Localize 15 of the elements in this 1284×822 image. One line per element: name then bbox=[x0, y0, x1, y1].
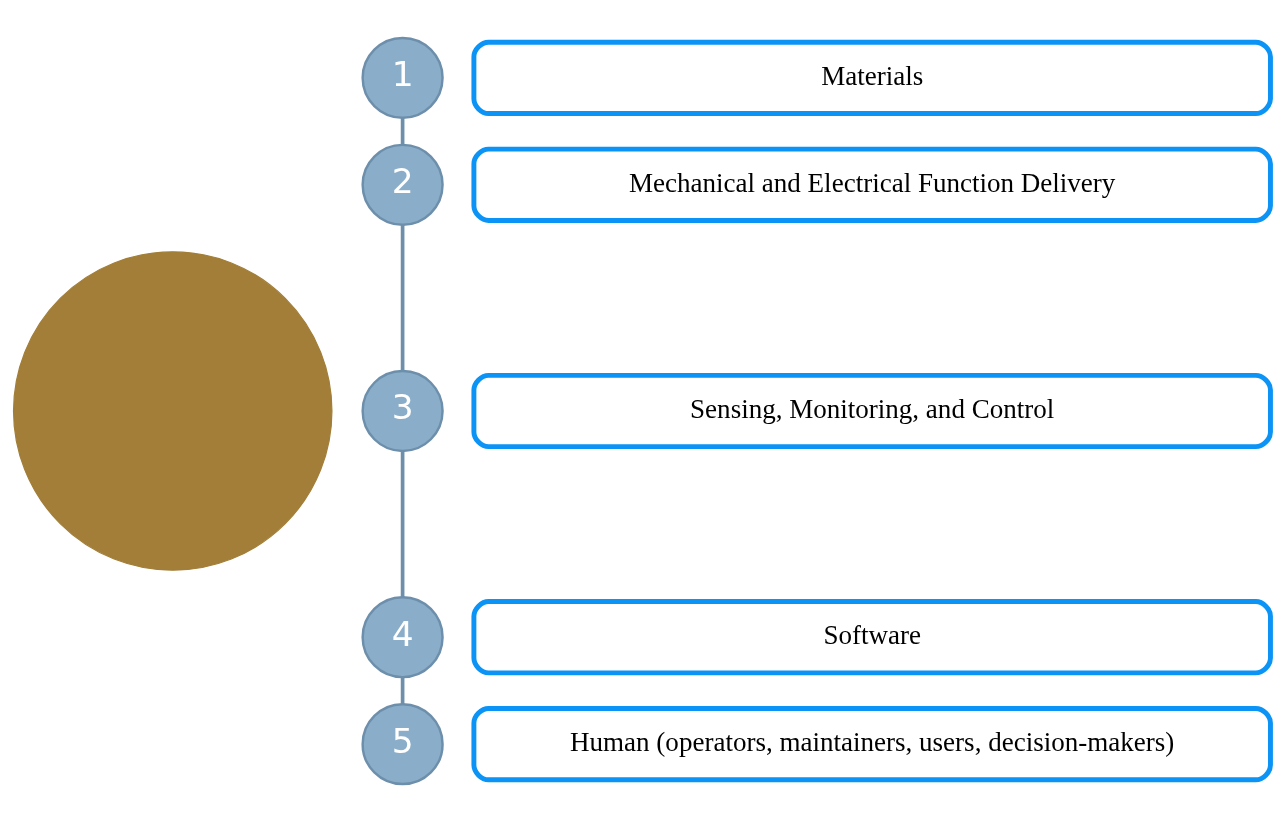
node-circle: 1 bbox=[361, 36, 444, 120]
node-box: Software bbox=[471, 599, 1273, 676]
node-circle bbox=[12, 251, 333, 571]
connector bbox=[400, 451, 405, 598]
node-box: Sensing, Monitoring, and Control bbox=[471, 372, 1273, 450]
node-box: Materials bbox=[471, 39, 1273, 116]
node-circle: 4 bbox=[361, 596, 444, 679]
node-circle: 3 bbox=[361, 369, 444, 453]
connector bbox=[400, 677, 405, 704]
connector bbox=[400, 225, 405, 371]
node-box: Mechanical and Electrical Function Delivery bbox=[471, 146, 1273, 223]
node-circle: 5 bbox=[361, 702, 444, 786]
connector bbox=[400, 118, 405, 145]
node-box: Human (operators, maintainers, users, decision-makers) bbox=[471, 706, 1273, 783]
node-circle: 2 bbox=[361, 143, 444, 226]
